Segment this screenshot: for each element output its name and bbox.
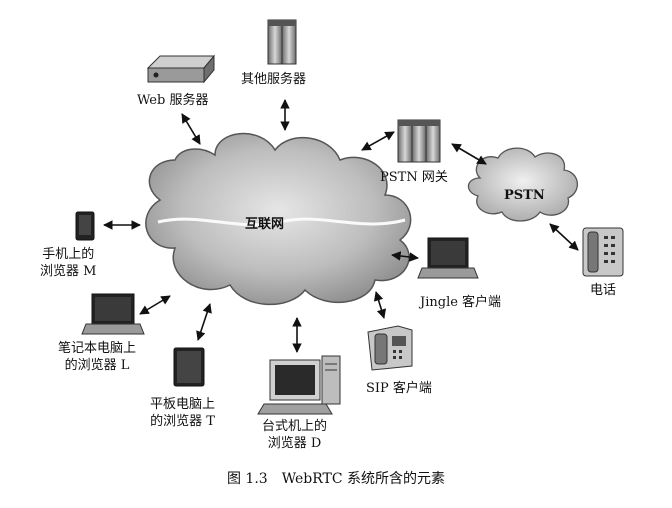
mobile-phone-icon	[75, 211, 95, 241]
other-servers-icon	[267, 19, 297, 65]
label-mobile-browser: 手机上的 浏览器 M	[40, 247, 97, 279]
desktop-computer-icon	[257, 355, 341, 415]
arrow-jingle	[391, 251, 419, 262]
laptop-icon	[81, 293, 145, 335]
figure-caption: 图 1.3 WebRTC 系统所含的元素	[226, 471, 445, 487]
arrow-gateway-pstn	[451, 143, 487, 165]
arrow-tablet	[196, 303, 212, 341]
pstn-gateway-icon	[397, 119, 441, 163]
arrow-laptop	[139, 295, 171, 315]
label-pstn-cloud: PSTN	[504, 188, 545, 203]
arrow-sip	[373, 291, 387, 319]
label-desktop-browser: 台式机上的 浏览器 D	[262, 419, 328, 451]
sip-client-phone-icon	[367, 325, 413, 371]
label-tablet-browser: 平板电脑上 的浏览器 T	[150, 397, 216, 429]
internet-cloud	[145, 133, 412, 306]
label-sip-client: SIP 客户端	[366, 381, 432, 396]
jingle-client-laptop-icon	[417, 237, 479, 279]
label-pstn-gateway: PSTN 网关	[380, 170, 448, 185]
arrow-pstn-gateway	[361, 131, 395, 151]
tablet-icon	[173, 347, 205, 387]
pstn-cloud	[467, 147, 578, 222]
label-laptop-browser: 笔记本电脑上 的浏览器 L	[58, 341, 137, 373]
label-jingle-client: Jingle 客户端	[420, 295, 502, 310]
arrow-pstn-phone	[549, 223, 579, 251]
label-web-server: Web 服务器	[137, 93, 209, 108]
label-phone: 电话	[590, 283, 617, 298]
label-internet-cloud: 互联网	[245, 217, 285, 232]
phone-icon	[582, 227, 624, 277]
arrow-web-server	[181, 113, 201, 145]
connection-arrows	[103, 99, 579, 353]
web-server-icon	[146, 54, 216, 84]
label-other-servers: 其他服务器	[241, 72, 307, 87]
